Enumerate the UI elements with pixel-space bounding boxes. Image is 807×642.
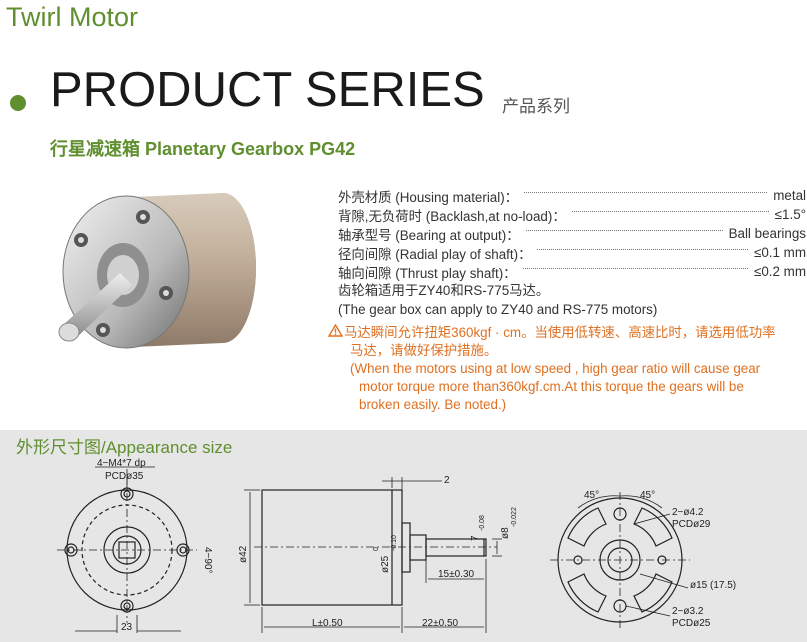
brand-name: Twirl Motor (6, 2, 139, 32)
warning-cn-line2: 马达，请做好保护措施。 (350, 343, 498, 358)
spec-row: 轴承型号 (Bearing at output)： Ball bearings (338, 224, 806, 243)
side-out-label: 22±0.50 (422, 618, 459, 629)
side-length-label: L±0.50 (312, 618, 343, 629)
spec-value: ≤1.5° (774, 207, 806, 222)
spec-row: 轴向间隙 (Thrust play shaft)： ≤0.2 mm (338, 262, 806, 281)
leader-dots (571, 211, 769, 212)
spec-label: 背隙,无负荷时 (Backlash,at no-load)： (338, 208, 566, 224)
rear-pcd1-label: PCDø29 (672, 519, 711, 530)
spec-row: 外壳材质 (Housing material)： metal (338, 186, 806, 205)
spec-value: ≤0.1 mm (754, 245, 806, 260)
spec-note-cn: 齿轮箱适用于ZY40和RS-775马达。 (338, 283, 550, 298)
front-pcd-label: PCDø35 (105, 471, 144, 482)
front-angle-label: 4−90° (202, 547, 213, 574)
appearance-panel (0, 430, 807, 642)
side-key-tol: -0.08 (479, 515, 486, 531)
rear-holes2-label: 2−ø3.2 (672, 606, 704, 617)
spec-note-en: (The gear box can apply to ZY40 and RS-7… (338, 302, 658, 317)
title-bullet (10, 95, 26, 111)
spec-row: 径向间隙 (Radial play of shaft)： ≤0.1 mm (338, 243, 806, 262)
front-width-label: 23 (121, 622, 133, 633)
rear-dia-label: ø15 (17.5) (690, 580, 736, 591)
spec-label: 轴向间隙 (Thrust play shaft)： (338, 265, 517, 281)
rear-angle1-label: 45° (584, 490, 599, 501)
appearance-title: 外形尺寸图/Appearance size (16, 438, 233, 457)
warning-note: 马达瞬间允许扭矩360kgf · cm。当使用低转速、高速比时，请选用低功率 马… (327, 323, 798, 414)
rear-pcd2-label: PCDø25 (672, 618, 711, 629)
spec-value: metal (773, 188, 806, 203)
warning-en-line2: motor torque more than360kgf.cm.At this … (359, 379, 744, 394)
spec-label: 径向间隙 (Radial play of shaft)： (338, 246, 532, 262)
page-title-cn: 产品系列 (502, 97, 570, 116)
side-shaft-d-tol: -0.022 (511, 507, 518, 527)
leader-dots (522, 268, 748, 269)
warning-cn-line1: 马达瞬间允许扭矩360kgf · cm。当使用低转速、高速比时，请选用低功率 (344, 325, 776, 340)
gearbox-photo (58, 193, 256, 349)
leader-dots (537, 249, 748, 250)
side-shoulder-label: 15±0.30 (438, 569, 475, 580)
leader-dots (524, 192, 768, 193)
warning-en-line1: (When the motors using at low speed , hi… (350, 361, 761, 376)
side-dia-label: ø42 (238, 545, 249, 563)
side-shaft-tol1: -0.10 (391, 535, 398, 551)
page-title: PRODUCT SERIES (50, 63, 485, 117)
side-shaft-tol0: 0 (373, 547, 380, 551)
product-subtitle: 行星减速箱 Planetary Gearbox PG42 (50, 139, 356, 159)
spec-row: 背隙,无负荷时 (Backlash,at no-load)： ≤1.5° (338, 205, 806, 224)
rear-view-drawing: 45° 45° 2−ø4.2 PCDø29 ø15 (17.5) 2−ø3.2 … (550, 490, 736, 629)
side-key-label: 7 (470, 535, 481, 541)
front-holes-label: 4−M4*7 dp (97, 458, 146, 469)
side-shaft-label: ø25 (380, 555, 391, 573)
spec-list: 外壳材质 (Housing material)： metal 背隙,无负荷时 (… (338, 186, 806, 319)
spec-value: Ball bearings (728, 226, 806, 241)
spec-value: ≤0.2 mm (754, 264, 806, 279)
side-view-drawing: 2 ø42 ø25 0 -0.10 7 -0.08 ø8 -0.022 15±0… (238, 475, 518, 633)
leader-dots (525, 230, 723, 231)
spec-label: 轴承型号 (Bearing at output)： (338, 227, 520, 243)
warning-triangle-icon (327, 323, 344, 342)
spec-label: 外壳材质 (Housing material)： (338, 189, 519, 205)
rear-holes1-label: 2−ø4.2 (672, 507, 704, 518)
side-shaft-d-label: ø8 (500, 527, 511, 539)
side-gap-label: 2 (444, 475, 450, 486)
rear-angle2-label: 45° (640, 490, 655, 501)
warning-en-line3: broken easily. Be noted.) (359, 397, 507, 412)
front-view-drawing: 4−M4*7 dp PCDø35 4−90° 23 (57, 458, 213, 633)
